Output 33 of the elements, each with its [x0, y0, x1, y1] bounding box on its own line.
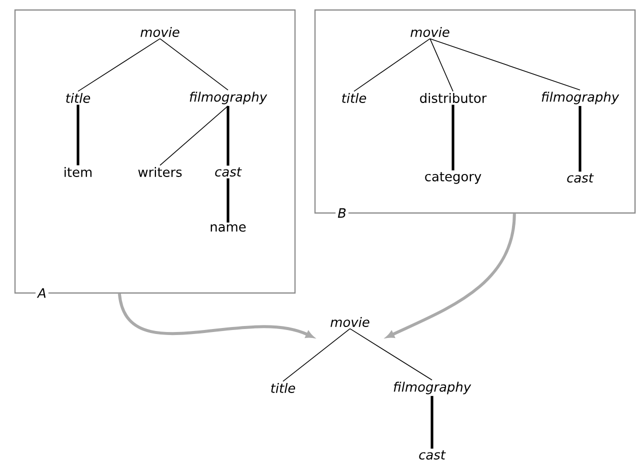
tree-line [160, 38, 228, 90]
curved-arrow [386, 213, 516, 338]
tree-line [578, 106, 582, 172]
tree-line [78, 38, 160, 92]
tree-line [430, 38, 454, 92]
tree-label: movie [330, 316, 370, 327]
tree-label: filmography [542, 92, 620, 104]
tree-line [76, 104, 80, 166]
tree-label: cast [215, 167, 242, 177]
curved-arrow [118, 293, 314, 338]
tree-label: filmography [190, 92, 268, 104]
tree-label: cast [567, 173, 594, 183]
tree-label: title [271, 382, 296, 393]
tree-line [430, 38, 580, 90]
tree-label: title [342, 92, 366, 103]
tree-label: movie [140, 26, 180, 37]
tree-label: category [425, 172, 482, 184]
tree-label: cast [419, 450, 446, 460]
tree-line [226, 106, 230, 166]
tree-line [430, 396, 434, 449]
tree-label: title [66, 92, 90, 103]
tree-label: filmography [394, 382, 472, 394]
tree-label: item [64, 166, 92, 177]
tree-label: movie [410, 26, 450, 37]
tree-line [160, 106, 228, 166]
tree-line [282, 328, 350, 382]
tree-line [350, 328, 432, 380]
tree-line [452, 104, 454, 170]
tree-line [226, 178, 230, 223]
tree-label: distributor [420, 92, 487, 103]
tree-label: writers [138, 166, 182, 177]
tree-label: name [210, 224, 246, 232]
tree-line [354, 38, 430, 92]
